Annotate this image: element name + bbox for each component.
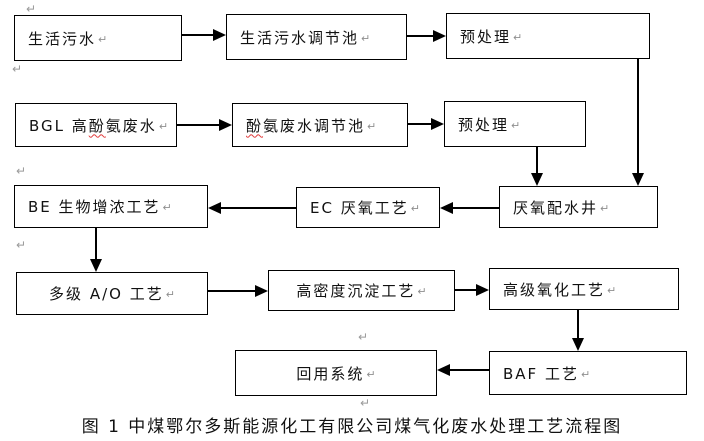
box-label: 生活污水调节池	[240, 28, 360, 47]
flow-box-phenol-ammonia-regulating-tank: 酚氨废水调节池↵	[232, 103, 408, 147]
arrow-line-tank-to-pretreatment-top	[407, 35, 433, 37]
paragraph-mark-icon: ↵	[16, 238, 27, 252]
arrowhead-down-icon	[531, 173, 543, 186]
paragraph-mark-icon: ↵	[511, 118, 521, 132]
arrow-line-ao-to-sedimentation	[208, 290, 255, 292]
paragraph-mark-icon: ↵	[580, 367, 591, 381]
paragraph-mark-icon: ↵	[410, 202, 420, 215]
arrow-line-baf-to-reuse	[450, 369, 489, 371]
arrowhead-right-icon	[213, 29, 226, 41]
arrowhead-left-icon	[437, 364, 450, 376]
box-label: 预处理	[460, 27, 512, 46]
arrow-line-pretreatment-second-to-well	[536, 147, 538, 173]
box-label: 回用系统	[296, 364, 365, 383]
paragraph-mark-icon: ↵	[162, 201, 172, 214]
figure-caption: 图 1 中煤鄂尔多斯能源化工有限公司煤气化废水处理工艺流程图	[81, 417, 623, 437]
paragraph-mark-icon: ↵	[12, 62, 23, 76]
paragraph-mark-icon: ↵	[417, 285, 427, 298]
box-label: 酚氨废水调节池	[246, 116, 366, 135]
box-label: EC 厌氧工艺	[310, 199, 409, 217]
spellcheck-underline: 酚	[88, 116, 106, 135]
flow-box-high-density-sedimentation-process: 高密度沉淀工艺↵	[268, 270, 455, 311]
arrowhead-right-icon	[431, 118, 444, 130]
flow-box-pretreatment-second: 预处理↵	[444, 101, 586, 147]
arrow-line-be-to-ao	[95, 228, 97, 259]
arrow-line-pretreatment-top-to-well	[637, 59, 639, 173]
box-label: 高级氧化工艺	[503, 280, 606, 299]
flow-box-reuse-system: 回用系统↵	[235, 350, 437, 396]
arrowhead-left-icon	[440, 202, 453, 214]
box-label: BGL 高酚氨废水	[29, 116, 157, 135]
arrowhead-down-icon	[572, 338, 584, 351]
box-label: BE 生物增浓工艺	[28, 198, 161, 216]
flow-box-anaerobic-water-distribution-well: 厌氧配水井↵	[499, 186, 658, 228]
arrow-line-sedimentation-to-oxidation	[455, 289, 476, 291]
paragraph-mark-icon: ↵	[367, 119, 377, 133]
arrowhead-left-icon	[208, 202, 221, 214]
flow-box-domestic-sewage-regulating-tank: 生活污水调节池↵	[226, 14, 407, 60]
flow-box-multistage-ao-process: 多级 A/O 工艺↵	[16, 272, 208, 315]
spellcheck-underline: 酚	[246, 116, 264, 135]
flow-box-advanced-oxidation-process: 高级氧化工艺↵	[489, 268, 679, 310]
flow-box-baf-process: BAF 工艺↵	[489, 351, 687, 395]
paragraph-mark-icon: ↵	[26, 2, 37, 16]
arrow-line-tank-to-pretreatment-second	[408, 123, 431, 125]
paragraph-mark-icon: ↵	[165, 288, 175, 301]
arrowhead-down-icon	[632, 173, 644, 186]
paragraph-mark-icon: ↵	[361, 31, 371, 45]
paragraph-mark-icon: ↵	[607, 283, 617, 297]
flow-box-domestic-sewage: 生活污水↵	[14, 15, 182, 61]
flow-box-ec-anaerobic-process: EC 厌氧工艺↵	[296, 187, 440, 228]
arrow-line-domestic-to-tank	[182, 34, 213, 36]
box-label: 多级 A/O 工艺	[49, 285, 164, 303]
paragraph-mark-icon: ↵	[513, 30, 523, 44]
arrowhead-right-icon	[219, 119, 232, 131]
box-label: 生活污水	[28, 29, 97, 48]
flow-box-be-bio-enrichment-process: BE 生物增浓工艺↵	[14, 185, 208, 228]
paragraph-mark-icon: ↵	[98, 32, 108, 46]
paragraph-mark-icon: ↵	[366, 367, 376, 381]
paragraph-mark-icon: ↵	[600, 201, 610, 215]
arrowhead-down-icon	[90, 259, 102, 272]
flow-box-pretreatment-top: 预处理↵	[446, 13, 650, 59]
paragraph-mark-icon: ↵	[360, 396, 371, 410]
arrowhead-right-icon	[433, 30, 446, 42]
arrowhead-right-icon	[255, 285, 268, 297]
paragraph-mark-icon: ↵	[358, 330, 369, 344]
box-label: 厌氧配水井	[513, 198, 599, 217]
box-label: BAF 工艺	[503, 364, 579, 383]
arrowhead-right-icon	[476, 284, 489, 296]
box-label: 高密度沉淀工艺	[296, 282, 416, 300]
arrow-line-well-to-ec	[453, 207, 499, 209]
box-label: 预处理	[458, 115, 510, 134]
paragraph-mark-icon: ↵	[16, 164, 27, 178]
flow-box-bgl-high-phenol-ammonia-wastewater: BGL 高酚氨废水↵	[15, 103, 177, 147]
arrow-line-bgl-to-tank	[177, 124, 219, 126]
arrow-line-ec-to-be	[221, 207, 296, 209]
paragraph-mark-icon: ↵	[158, 119, 169, 133]
arrow-line-oxidation-to-baf	[577, 310, 579, 338]
